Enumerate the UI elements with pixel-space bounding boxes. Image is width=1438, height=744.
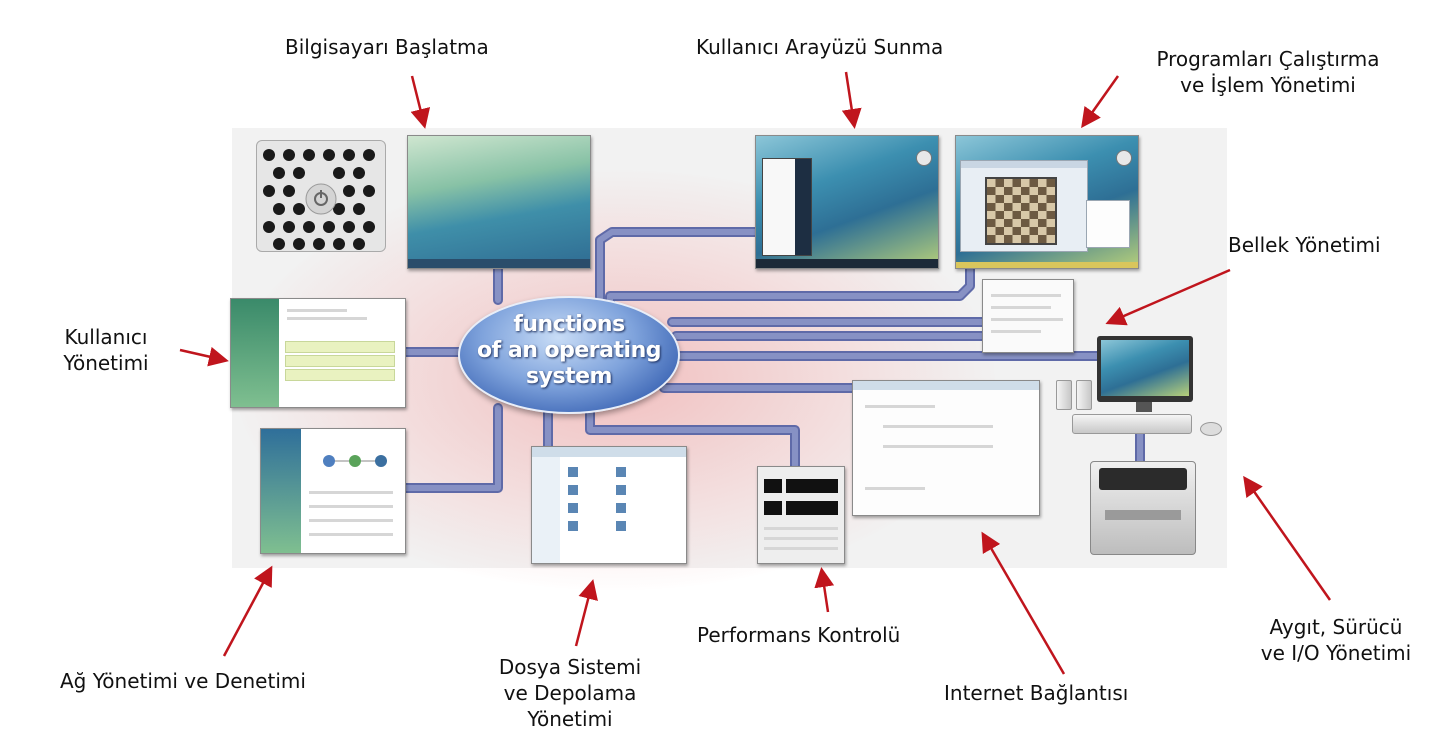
chess-window-image (960, 160, 1088, 252)
file-explorer-image (531, 446, 687, 564)
network-map-icons (323, 455, 387, 467)
arrow-programs (1081, 75, 1120, 129)
arrow-network (222, 565, 273, 657)
label-devices: Aygıt, Sürücü ve I/O Yönetimi (1260, 615, 1412, 665)
connector-network (401, 405, 501, 491)
label-performance: Performans Kontrolü (697, 623, 901, 647)
file-icons (568, 467, 626, 531)
central-topic-oval: functions of an operating system (458, 296, 680, 414)
arrow-users (179, 346, 229, 367)
arrow-filesystem (574, 579, 598, 647)
arrow-internet (981, 531, 1066, 675)
boot-screen-image (407, 135, 591, 269)
running-programs-image (955, 135, 1139, 269)
label-filesystem: Dosya Sistemi ve Depolama Yönetimi (498, 655, 642, 731)
label-network: Ağ Yönetimi ve Denetimi (60, 669, 306, 693)
label-users: Kullanıcı Yönetimi (63, 325, 149, 375)
clock-icon (1116, 150, 1132, 166)
label-memory: Bellek Yönetimi (1228, 233, 1381, 257)
connector-programs (607, 265, 973, 307)
central-line-3: system (526, 364, 612, 389)
arrow-ui (841, 71, 862, 129)
connector-ui (597, 229, 758, 323)
label-boot: Bilgisayarı Başlatma (285, 35, 489, 59)
internet-connection-image (852, 380, 1040, 516)
monitor-stand (1136, 402, 1152, 412)
label-internet: Internet Bağlantısı (944, 681, 1129, 705)
connector-performance (587, 407, 798, 469)
arrow-performance (814, 567, 835, 613)
monitor-image (1097, 336, 1193, 402)
task-manager-image (757, 466, 845, 564)
label-ui: Kullanıcı Arayüzü Sunma (696, 35, 944, 59)
user-accounts-image (230, 298, 406, 408)
clock-icon (916, 150, 932, 166)
central-line-2: of an operating (477, 338, 661, 363)
central-topic-text: functions of an operating system (460, 312, 678, 390)
calendar-window-image (1086, 200, 1130, 248)
chess-board-image (985, 177, 1057, 245)
arrow-devices (1243, 475, 1332, 601)
arrow-boot (410, 75, 431, 129)
keyboard-image (1072, 414, 1192, 434)
computer-case-icon (256, 140, 386, 252)
arrow-memory (1105, 268, 1231, 326)
desktop-ui-image (755, 135, 939, 269)
memory-dialog-image (982, 279, 1074, 353)
start-menu-image (762, 158, 812, 256)
speaker-right-icon (1076, 380, 1092, 410)
label-programs: Programları Çalıştırma ve İşlem Yönetimi (1156, 47, 1380, 97)
printer-image (1090, 461, 1196, 555)
network-center-image (260, 428, 406, 554)
mouse-icon (1200, 422, 1222, 436)
speaker-left-icon (1056, 380, 1072, 410)
central-line-1: functions (513, 312, 625, 337)
